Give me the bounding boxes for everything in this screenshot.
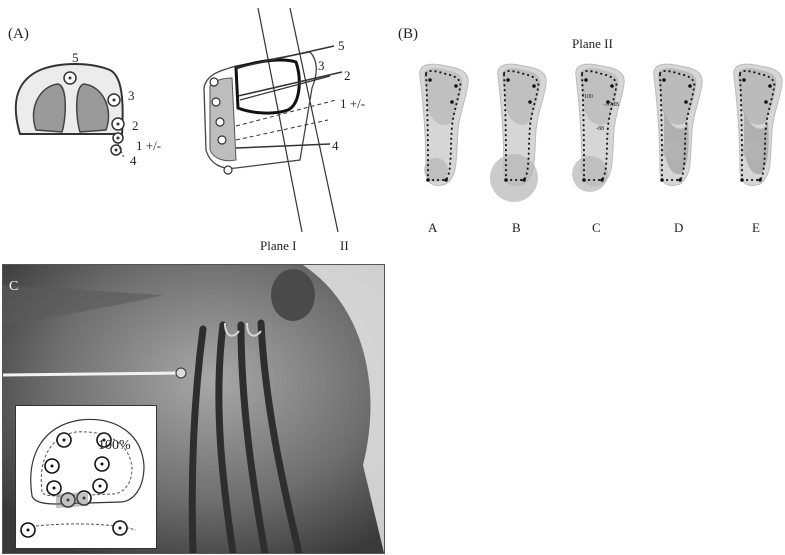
c-field-label-2: -97dB <box>604 102 619 108</box>
c-field-label-3: -88 <box>596 126 604 132</box>
inset-percent-label: 100% <box>98 438 131 454</box>
field-map-letter-d: D <box>674 220 683 236</box>
field-map-b <box>490 64 546 202</box>
electrode-layout-diagram <box>16 406 156 548</box>
surgical-photo: C 100% <box>2 264 385 554</box>
field-map-letter-c: C <box>592 220 601 236</box>
field-map-letter-a: A <box>428 220 437 236</box>
field-map-d <box>654 64 702 185</box>
c-field-label-1: -100 <box>582 94 593 100</box>
field-map-letter-e: E <box>752 220 760 236</box>
panel-c-label: C <box>9 279 18 295</box>
field-map-e <box>734 64 782 185</box>
field-map-a <box>420 64 468 185</box>
field-map-letter-b: B <box>512 220 521 236</box>
electrode-inset: 100% <box>15 405 157 549</box>
